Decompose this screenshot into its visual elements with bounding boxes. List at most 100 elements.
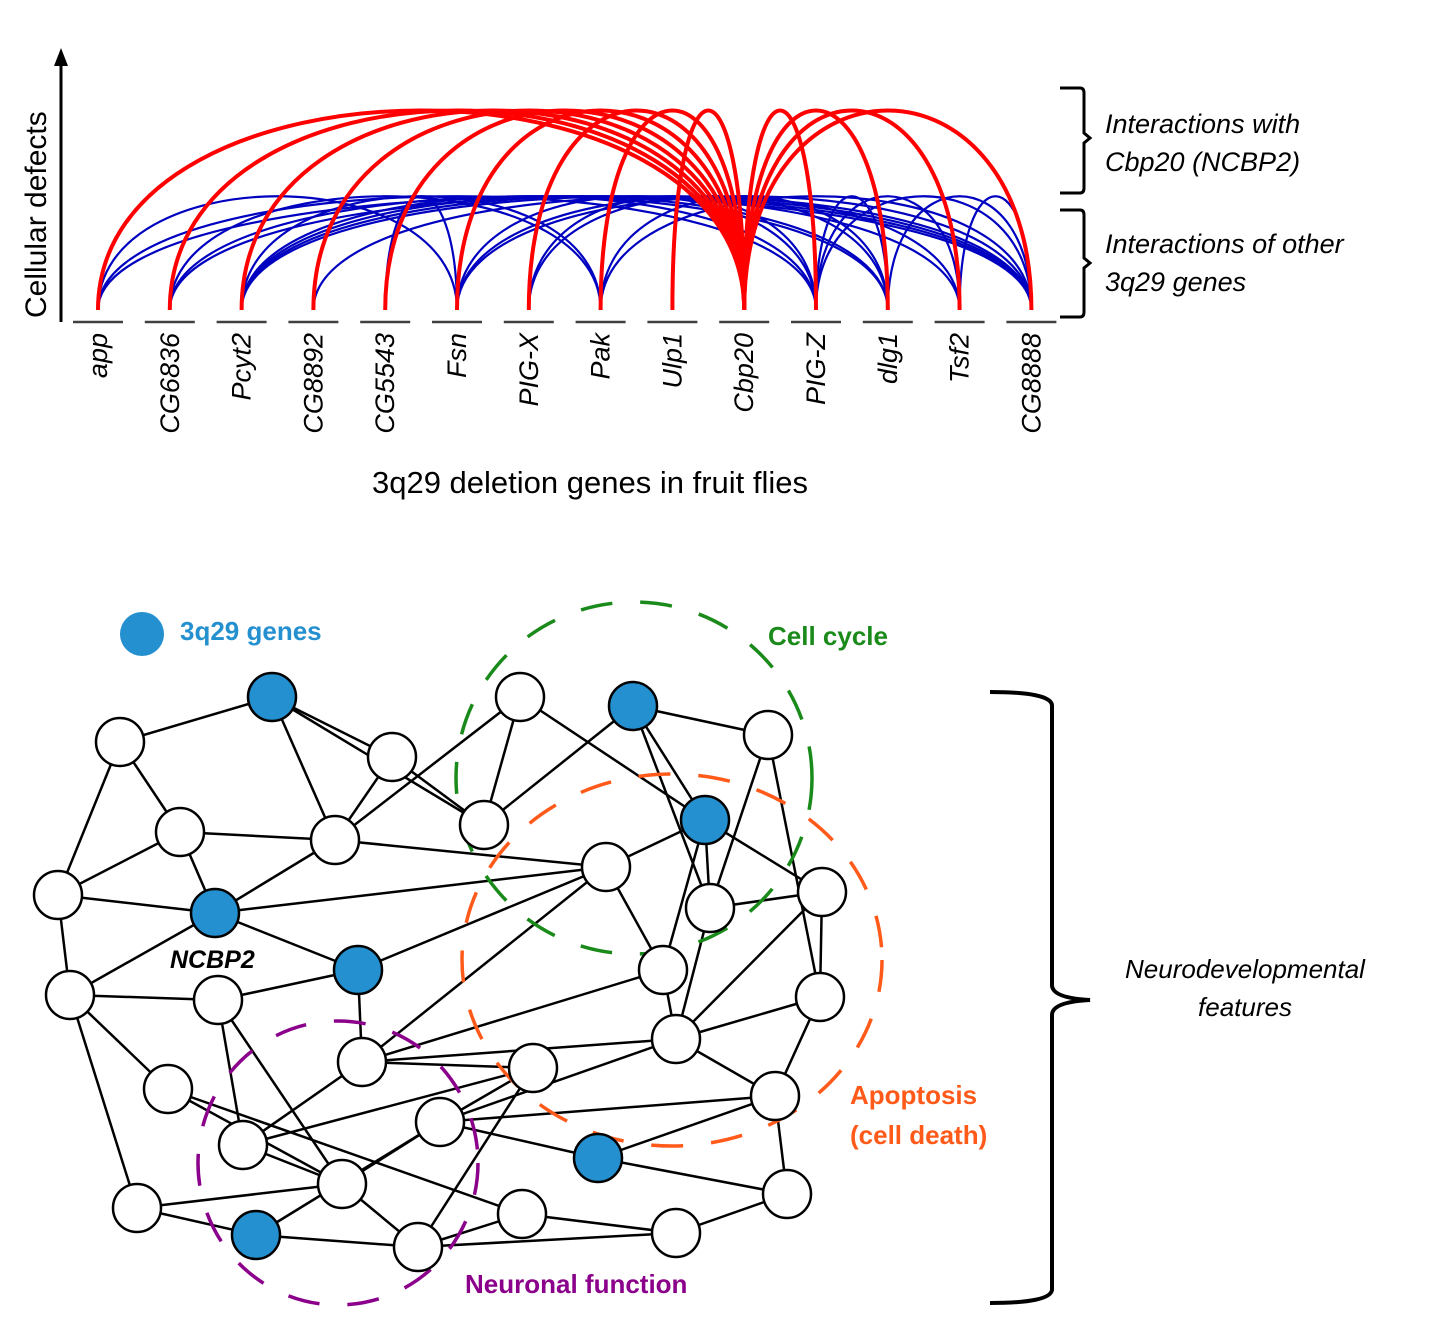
- node-gene: [32, 869, 84, 921]
- cbp20-interactions-arcs: [96, 108, 1034, 311]
- cbp20-interaction-arc: [383, 108, 747, 311]
- network-panel: 3q29 genes NCBP2 Cell cycle Apoptosis (c…: [32, 600, 1366, 1307]
- gene-label-ulp1: Ulp1: [657, 333, 687, 389]
- network-edge: [417, 1231, 677, 1249]
- node-gene: [761, 1168, 813, 1220]
- network-edge: [56, 741, 122, 896]
- other-interaction-arc: [886, 195, 1033, 311]
- node-gene: [749, 1070, 801, 1122]
- node-gene: [366, 731, 418, 783]
- node-3q29-gene: [246, 671, 298, 723]
- cbp20-interaction-arc: [526, 108, 747, 311]
- gene-label-cg8888: CG8888: [1016, 333, 1046, 434]
- neurodevelopmental-label-line1: Neurodevelopmental: [1125, 954, 1366, 984]
- cell-cycle-label: Cell cycle: [768, 621, 888, 651]
- gene-label-cg5543: CG5543: [370, 333, 400, 434]
- cbp20-interaction-arc: [455, 108, 747, 311]
- node-3q29-gene: [607, 680, 659, 732]
- other-interactions-arcs: [96, 195, 1033, 311]
- node-gene: [316, 1158, 368, 1210]
- node-gene: [94, 716, 146, 768]
- node-gene: [742, 709, 794, 761]
- gene-label-pig-x: PIG-X: [514, 332, 544, 407]
- other-interaction-arc: [958, 195, 1033, 311]
- cbp20-interaction-arc: [311, 108, 747, 311]
- node-gene: [414, 1096, 466, 1148]
- other-interaction-arc: [96, 195, 459, 311]
- network-edge: [766, 734, 822, 998]
- cbp20-interaction-arc: [742, 108, 890, 311]
- node-gene: [154, 806, 206, 858]
- gene-label-cg8892: CG8892: [298, 333, 328, 434]
- other-interaction-arc: [814, 195, 1033, 311]
- other-interaction-arc: [599, 195, 889, 311]
- network-edge: [521, 1212, 677, 1235]
- network-edge: [361, 968, 664, 1064]
- gene-label-app: app: [83, 333, 113, 378]
- node-3q29-gene: [679, 794, 731, 846]
- network-edge: [631, 705, 712, 909]
- node-3q29-gene: [230, 1209, 282, 1261]
- network-edge: [519, 695, 706, 822]
- bracket-other: [1060, 208, 1093, 319]
- network-edge: [179, 830, 336, 842]
- gene-label-pak: Pak: [586, 332, 616, 380]
- network-edge: [357, 865, 607, 972]
- cbp20-interaction-arc: [742, 108, 1034, 311]
- network-edge: [708, 734, 770, 909]
- network-edge: [416, 1067, 535, 1248]
- apoptosis-cluster-outline: [460, 772, 884, 1148]
- node-3q29-gene: [189, 887, 241, 939]
- node-gene: [507, 1042, 559, 1094]
- node-gene: [580, 841, 632, 893]
- node-gene: [309, 814, 361, 866]
- node-gene: [794, 971, 846, 1023]
- node-gene: [496, 1188, 548, 1240]
- legend-3q29-genes-label: 3q29 genes: [180, 616, 322, 646]
- cbp20-interaction-arc: [670, 108, 747, 311]
- network-edge: [597, 1156, 788, 1196]
- ncbp2-node-label: NCBP2: [170, 946, 255, 974]
- node-gene: [192, 974, 244, 1026]
- network-edge: [334, 696, 521, 841]
- network-edge: [334, 838, 607, 869]
- cbp20-interaction-arc: [239, 108, 747, 311]
- gene-label-tsf2: Tsf2: [945, 333, 975, 383]
- node-gene: [44, 969, 96, 1021]
- network-edge: [69, 911, 216, 997]
- node-gene: [142, 1063, 194, 1115]
- network-edge: [167, 1087, 523, 1216]
- gene-label-cg6836: CG6836: [155, 332, 185, 434]
- cbp20-interaction-arc: [742, 108, 962, 311]
- neurodevelopmental-bracket: [989, 690, 1091, 1305]
- network-edge: [483, 705, 634, 826]
- node-gene: [217, 1119, 269, 1171]
- network-edge: [675, 891, 823, 1040]
- network-edge: [597, 1094, 776, 1160]
- node-3q29-gene: [572, 1132, 624, 1184]
- other-interaction-arc: [96, 195, 1033, 311]
- network-edge: [136, 1182, 343, 1210]
- node-3q29-gene: [332, 944, 384, 996]
- y-axis-arrowhead-icon: [54, 48, 68, 66]
- neurodevelopmental-label-line2: features: [1198, 992, 1292, 1022]
- network-edge: [214, 911, 359, 972]
- cell-cycle-cluster-outline: [454, 600, 814, 956]
- cbp20-interaction-arc: [742, 108, 818, 311]
- gene-label-fsn: Fsn: [442, 333, 472, 378]
- functional-clusters: [196, 600, 884, 1307]
- x-axis-label: 3q29 deletion genes in fruit flies: [372, 465, 808, 500]
- network-edge: [242, 1066, 534, 1147]
- node-gene: [650, 1013, 702, 1065]
- node-gene: [392, 1221, 444, 1273]
- gene-label-cbp20: Cbp20: [729, 333, 759, 413]
- gene-label-pig-z: PIG-Z: [801, 331, 831, 405]
- neuronal-function-label: Neuronal function: [465, 1269, 687, 1299]
- apoptosis-label-line2: (cell death): [850, 1120, 987, 1150]
- network-edge: [439, 1120, 599, 1160]
- apoptosis-label-line1: Apoptosis: [850, 1080, 977, 1110]
- other-interaction-arc: [168, 195, 602, 311]
- legend-3q29-gene-dot-icon: [120, 612, 164, 656]
